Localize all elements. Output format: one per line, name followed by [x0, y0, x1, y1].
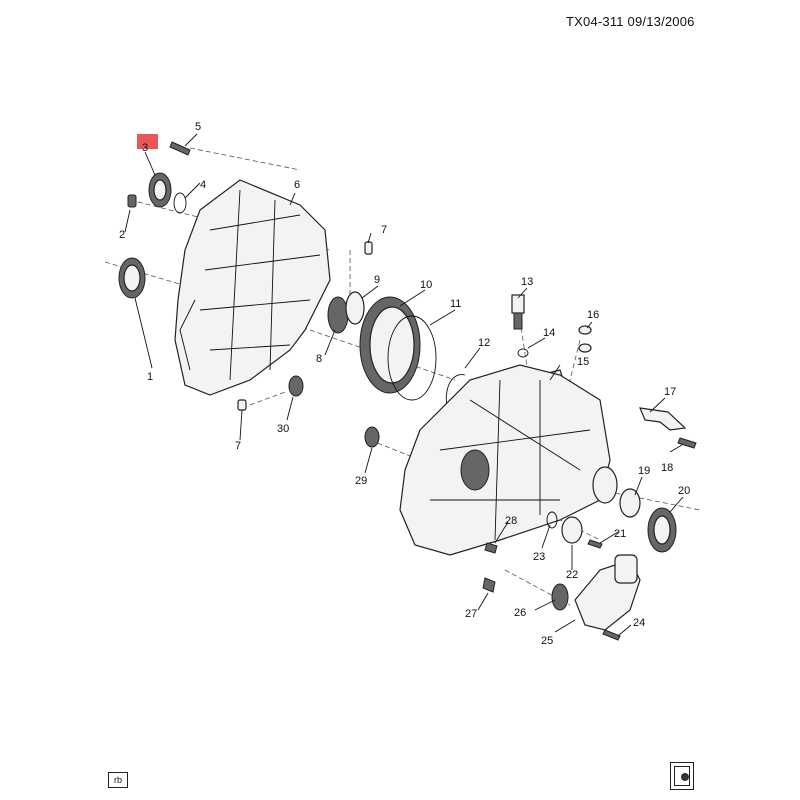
callout-1: 1	[147, 371, 153, 383]
callout-9: 9	[374, 274, 380, 286]
callout-6: 6	[294, 179, 300, 191]
callout-7b: 7	[235, 440, 241, 452]
callout-24: 24	[633, 617, 645, 629]
callout-10: 10	[420, 279, 432, 291]
callout-3: 3	[142, 142, 148, 154]
callout-19: 19	[638, 465, 650, 477]
part-bearing-8	[327, 296, 349, 334]
part-oring-14	[517, 348, 529, 358]
part-rear-case	[399, 364, 618, 556]
part-seal-20	[647, 507, 677, 553]
callout-22: 22	[566, 569, 578, 581]
callout-20: 20	[678, 485, 690, 497]
part-plugs-16	[578, 325, 592, 353]
part-front-case-6	[174, 179, 331, 396]
part-seal-3	[148, 172, 172, 208]
callout-2: 2	[119, 229, 125, 241]
callout-27: 27	[465, 608, 477, 620]
part-motor-25	[574, 554, 641, 631]
callout-11: 11	[450, 298, 461, 310]
callout-5: 5	[195, 121, 201, 133]
part-ring-4	[173, 192, 187, 214]
part-stud-5	[169, 141, 191, 156]
callout-18: 18	[661, 462, 673, 474]
footer-tag: rb	[108, 772, 128, 788]
part-seal-1	[118, 257, 146, 299]
part-ring-9	[345, 291, 365, 325]
callout-13: 13	[521, 276, 533, 288]
highlight-marker	[137, 134, 158, 149]
callout-29: 29	[355, 475, 367, 487]
part-ring-11	[387, 315, 437, 401]
callout-16: 16	[587, 309, 599, 321]
part-plug-28	[484, 542, 498, 554]
callout-25: 25	[541, 635, 553, 647]
part-pin-7b	[237, 399, 247, 411]
callout-15: 15	[577, 356, 589, 368]
part-seal-29	[364, 426, 380, 448]
part-bolt-18	[677, 437, 697, 449]
callout-26: 26	[514, 607, 526, 619]
callout-14: 14	[543, 327, 555, 339]
part-bolt-27	[482, 577, 496, 593]
callout-8: 8	[316, 353, 322, 365]
callout-7a: 7	[381, 224, 387, 236]
callout-labels: 1 2 3 4 5 6 7 8 9 10 11 12 13 14 15 16 1…	[119, 121, 690, 647]
part-22	[561, 516, 583, 544]
part-pin-7a	[364, 241, 373, 255]
part-bracket-17	[639, 407, 687, 431]
part-sensor-13	[511, 294, 525, 330]
part-seal-26	[551, 583, 569, 611]
callout-21: 21	[614, 528, 626, 540]
callout-12: 12	[478, 337, 490, 349]
part-seal-30	[288, 375, 304, 397]
document-code: TX04-311 09/13/2006	[566, 14, 695, 29]
callout-23: 23	[533, 551, 545, 563]
callout-28: 28	[505, 515, 517, 527]
part-ring-23	[546, 511, 558, 529]
part-bolt-24	[602, 629, 621, 641]
part-bushing-19	[619, 488, 641, 518]
part-chain-10	[359, 296, 421, 394]
manual-icon	[670, 762, 694, 790]
part-bolt-21	[587, 539, 603, 549]
callout-17: 17	[664, 386, 676, 398]
callout-30: 30	[277, 423, 289, 435]
part-pin-2	[127, 194, 137, 208]
callout-4: 4	[200, 179, 206, 191]
